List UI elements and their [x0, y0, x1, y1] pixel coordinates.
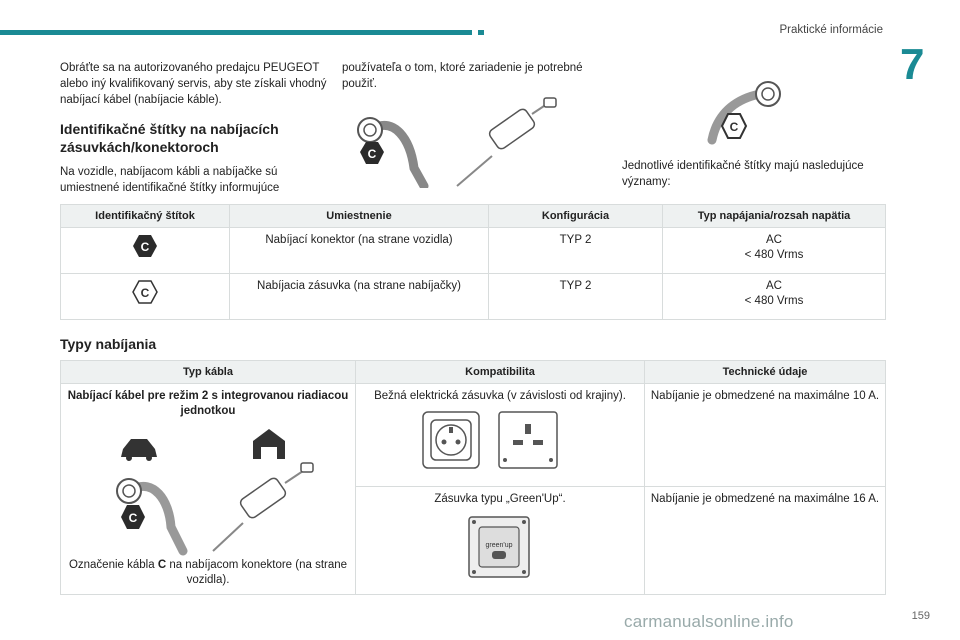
badge-letter: C [730, 120, 739, 134]
column-header: Typ napájania/rozsah napätia [662, 204, 886, 228]
compat-text: Bežná elektrická zásuvka (v závislosti o… [374, 390, 626, 402]
identification-table: Identifikačný štítok Umiestnenie Konfigu… [60, 204, 886, 320]
charger-connector-illustration: C [707, 81, 781, 145]
cable-illustration: C [116, 429, 314, 556]
watermark: carmanualsonline.info [624, 612, 794, 631]
cable-title: Nabíjací kábel pre režim 2 s integrovano… [67, 390, 349, 417]
power-type: AC [766, 280, 782, 292]
badge-letter: C [141, 286, 150, 300]
badge-letter: C [141, 240, 150, 254]
label-cell: C [60, 227, 230, 274]
column-header: Umiestnenie [229, 204, 489, 228]
cable-note-letter: C [157, 559, 167, 571]
badge-outline-icon [720, 113, 748, 139]
greenup-label: green'up [485, 542, 512, 549]
page-number: 159 [911, 610, 930, 622]
table-row: Zásuvka typu „Green'Up“. green'up Nabíja… [61, 485, 886, 596]
badge-filled-icon: C [133, 235, 157, 257]
column-header: Identifikačný štítok [60, 204, 230, 228]
intro-paragraph: Obráťte sa na autorizovaného predajcu PE… [60, 62, 327, 106]
badge-filled-icon [360, 142, 384, 164]
location-cell: Nabíjací konektor (na strane vozidla) [229, 227, 489, 274]
compat-cell: Bežná elektrická zásuvka (v závislosti o… [355, 383, 645, 487]
cable-note-text: na nabíjacom konektore (na strane vozidl… [166, 559, 348, 586]
table-row: C Nabíjacia zásuvka (na strane nabíjačky… [60, 273, 886, 320]
voltage-range: < 480 Vrms [744, 249, 804, 261]
identification-paragraph: Na vozidle, nabíjacom kábli a nabíjačke … [60, 166, 280, 194]
section-title: Praktické informácie [779, 24, 883, 36]
tech-cell: Nabíjanie je obmedzené na maximálne 10 A… [644, 383, 886, 487]
location-cell: Nabíjacia zásuvka (na strane nabíjačky) [229, 273, 489, 320]
charging-types-heading: Typy nabíjania [60, 336, 157, 352]
label-cell: C [60, 273, 230, 320]
identification-heading: Identifikačné štítky na nabíjacích zásuv… [60, 121, 279, 155]
power-cell: AC < 480 Vrms [662, 227, 886, 274]
socket-greenup-icon: green'up [468, 516, 530, 578]
car-icon [121, 439, 157, 461]
house-icon [253, 429, 285, 459]
right-column-text: Jednotlivé identifikačné štítky majú nas… [622, 160, 864, 188]
socket-french-icon [422, 411, 480, 469]
compat-cell: Zásuvka typu „Green'Up“. green'up [355, 485, 645, 596]
control-box-cable-illustration [456, 97, 557, 187]
table-header-row: Typ kábla Kompatibilita Technické údaje [60, 360, 886, 384]
cable-note: Označenie kábla C na nabíjacom konektore… [65, 558, 351, 588]
compat-text: Zásuvka typu „Green'Up“. [434, 492, 566, 505]
left-column: Obráťte sa na autorizovaného predajcu PE… [60, 60, 332, 196]
table-row: C Nabíjací konektor (na strane vozidla) … [60, 227, 886, 274]
column-header: Typ kábla [60, 360, 356, 384]
table-header-row: Identifikačný štítok Umiestnenie Konfigu… [60, 204, 886, 228]
vehicle-connector-illustration: C [357, 117, 429, 188]
badge-letter: C [129, 511, 138, 525]
column-header: Technické údaje [644, 360, 886, 384]
socket-uk-icon [498, 411, 558, 469]
cable-cell: Nabíjací kábel pre režim 2 s integrovano… [60, 383, 356, 595]
voltage-range: < 480 Vrms [744, 295, 804, 307]
charging-types-table: Typ kábla Kompatibilita Technické údaje … [60, 360, 886, 596]
mid-column-text: používateľa o tom, ktoré zariadenie je p… [342, 62, 583, 90]
power-type: AC [766, 234, 782, 246]
config-cell: TYP 2 [488, 227, 663, 274]
header-bar-dot [478, 30, 484, 35]
power-cell: AC < 480 Vrms [662, 273, 886, 320]
config-cell: TYP 2 [488, 273, 663, 320]
column-header: Konfigurácia [488, 204, 663, 228]
header-bar [0, 30, 472, 35]
cable-note-text: Označenie kábla [68, 559, 158, 571]
badge-filled-icon [121, 505, 145, 529]
badge-outline-icon: C [132, 280, 158, 304]
badge-letter: C [368, 147, 377, 161]
sockets-illustration [422, 411, 558, 469]
chapter-number: 7 [900, 40, 925, 89]
table-row: Nabíjací kábel pre režim 2 s integrovano… [60, 383, 886, 595]
column-header: Kompatibilita [355, 360, 645, 384]
tech-cell: Nabíjanie je obmedzené na maximálne 16 A… [644, 485, 886, 596]
